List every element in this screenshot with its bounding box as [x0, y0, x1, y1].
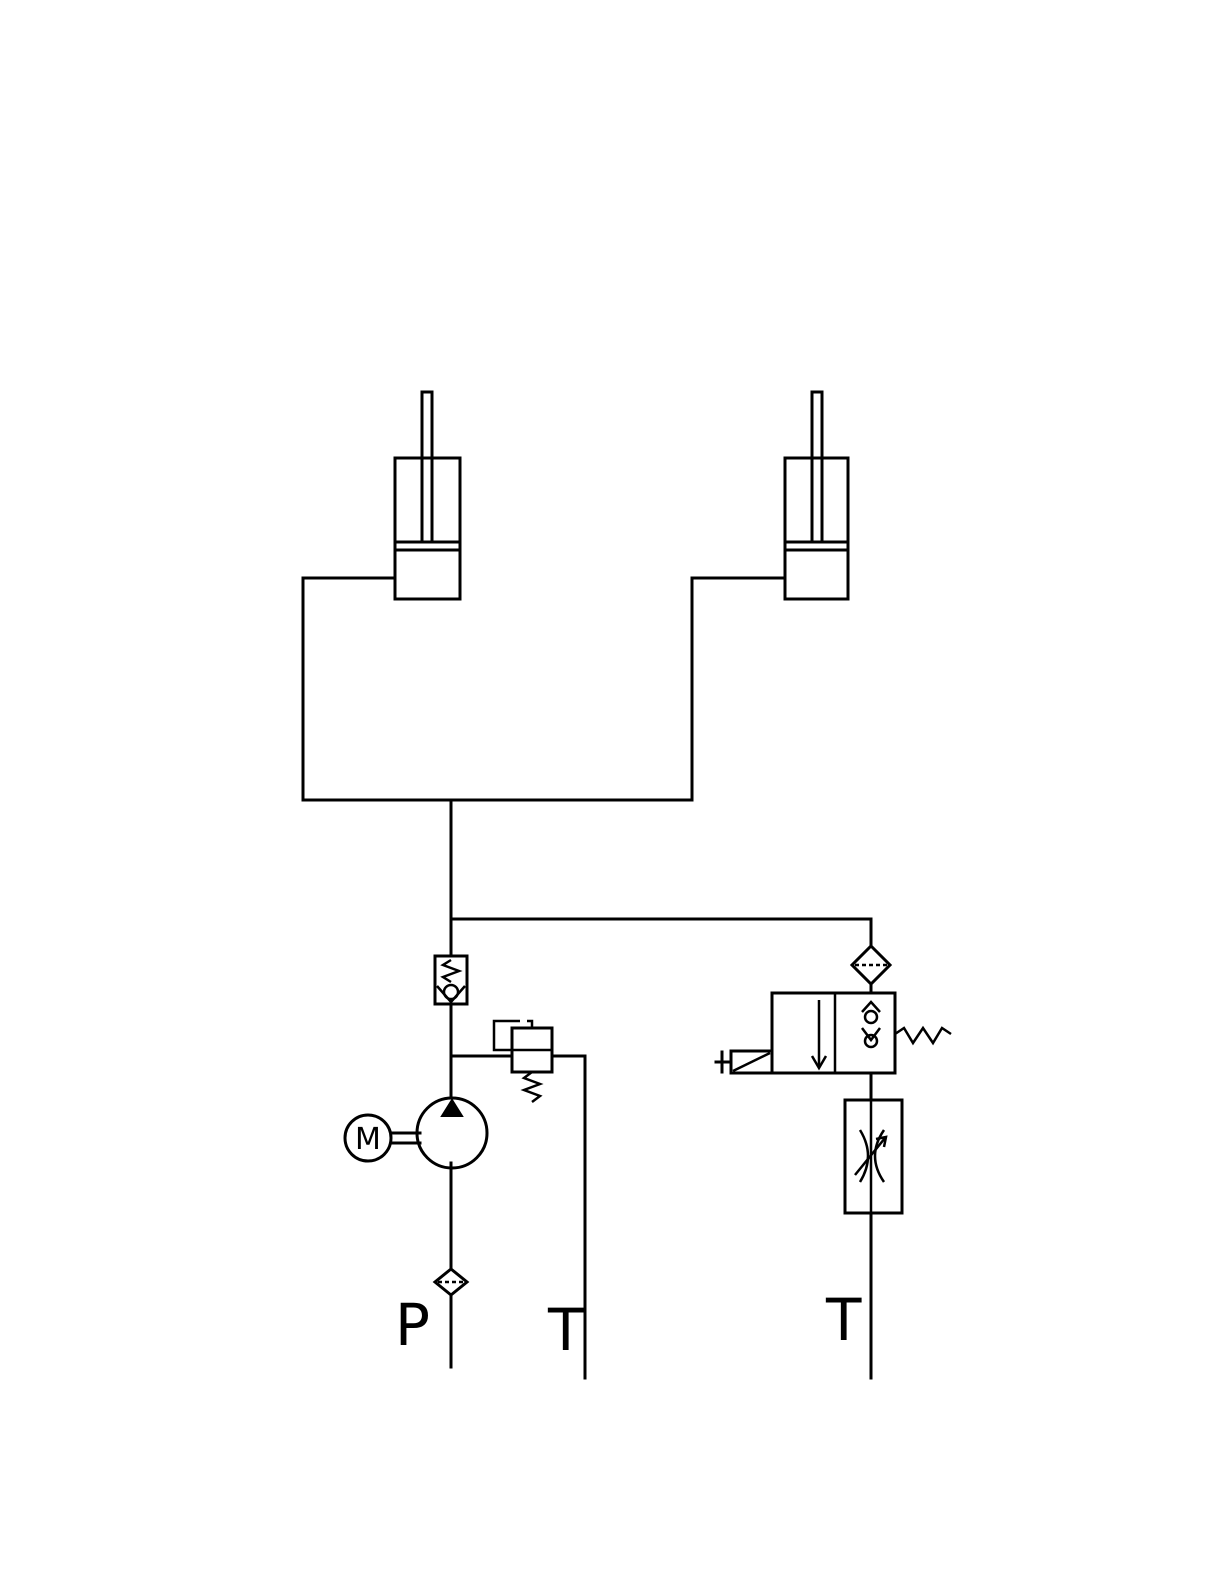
- cylinder-right-rod: [812, 392, 822, 542]
- cylinder-left-barrel: [395, 458, 460, 599]
- filter-drain: [852, 946, 890, 984]
- spring-icon: [895, 1028, 951, 1043]
- filter-suction: [435, 1269, 467, 1295]
- hydraulic-pump: [417, 1098, 487, 1168]
- cylinder-right: [785, 392, 848, 599]
- solenoid-valve: [716, 993, 951, 1073]
- label-tank-port-left: T: [547, 1296, 584, 1364]
- pipe-left-cylinder: [303, 578, 785, 800]
- label-pressure-port: P: [395, 1291, 430, 1359]
- check-valve: [435, 956, 467, 1004]
- pipe-network: [303, 578, 871, 1378]
- motor-label: M: [355, 1122, 381, 1157]
- cylinder-left: [395, 392, 460, 599]
- cylinder-right-barrel: [785, 458, 848, 599]
- throttle-valve-body: [845, 1100, 902, 1213]
- cylinder-left-rod: [422, 392, 432, 542]
- throttle-valve: [845, 1100, 902, 1213]
- electric-motor: M: [345, 1115, 420, 1161]
- label-tank-port-right: T: [825, 1286, 862, 1354]
- check-valve-body: [435, 956, 467, 1004]
- pipe-branch-right: [451, 919, 871, 946]
- pump-direction-triangle: [442, 1100, 462, 1116]
- relief-valve: [494, 1021, 552, 1102]
- relief-valve-pilot-dash: [527, 1021, 532, 1027]
- spring-icon: [524, 1072, 540, 1102]
